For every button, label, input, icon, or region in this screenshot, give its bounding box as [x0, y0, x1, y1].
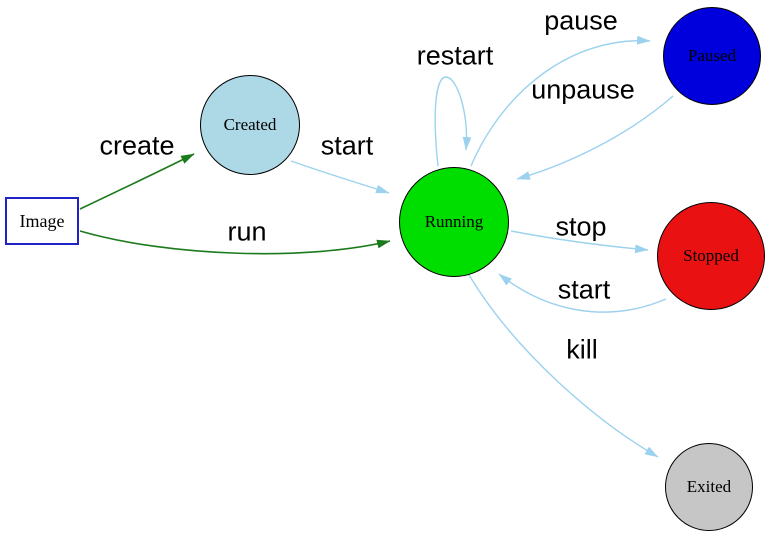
node-paused: Paused — [663, 7, 761, 105]
edge-pause — [470, 35, 651, 167]
edge-label-restart: restart — [416, 40, 494, 71]
edge-label-stop: stop — [555, 211, 607, 242]
node-exited: Exited — [665, 443, 753, 531]
edge-run — [79, 230, 391, 255]
edge-create — [79, 153, 195, 210]
node-paused-label: Paused — [687, 46, 737, 65]
edge-label-kill: kill — [566, 334, 598, 365]
edge-label-unpause: unpause — [531, 74, 635, 105]
edge-start-stopped-running — [498, 273, 667, 313]
edge-label-start-created: start — [320, 130, 374, 161]
edge-unpause — [516, 95, 674, 180]
edge-stop — [510, 230, 649, 254]
node-image: Image — [5, 197, 79, 245]
edge-kill — [468, 274, 659, 458]
node-running: Running — [399, 167, 509, 277]
node-stopped: Stopped — [657, 202, 765, 310]
edge-restart-self-loop — [434, 76, 472, 167]
edge-label-pause: pause — [544, 5, 618, 36]
edge-label-start-stopped: start — [557, 274, 611, 305]
edge-label-create: create — [99, 130, 175, 161]
node-exited-label: Exited — [686, 477, 732, 496]
node-image-label: Image — [19, 210, 65, 231]
node-created-label: Created — [223, 115, 277, 134]
node-running-label: Running — [424, 212, 484, 231]
node-stopped-label: Stopped — [683, 246, 739, 265]
node-created: Created — [200, 75, 300, 175]
edge-start-created-running — [290, 160, 390, 194]
edge-label-run: run — [227, 216, 267, 247]
